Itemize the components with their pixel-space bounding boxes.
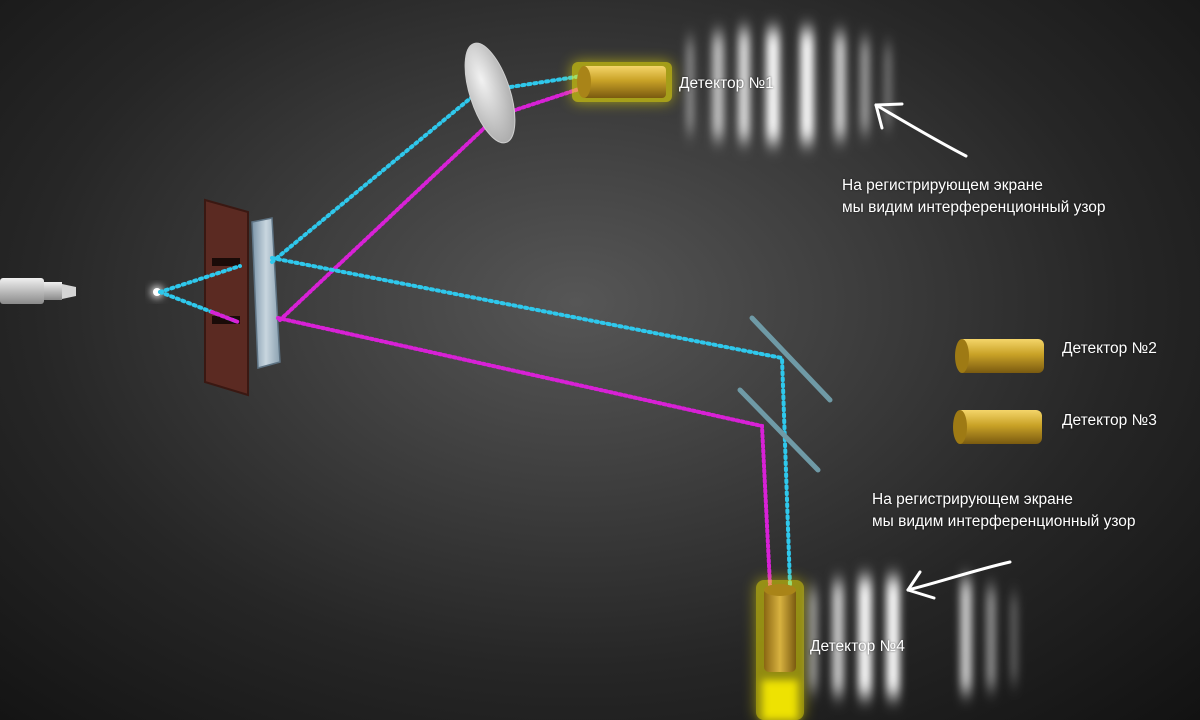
- detector-4-label: Детектор №4: [810, 638, 905, 655]
- caption-bottom-line-2: мы видим интерференционный узор: [872, 513, 1136, 530]
- caption-top-line-2: мы видим интерференционный узор: [842, 199, 1106, 216]
- caption-top: На регистрирующем экране мы видим интерф…: [842, 175, 1106, 219]
- upper-slit: [212, 258, 240, 266]
- caption-top-line-1: На регистрирующем экране: [842, 177, 1043, 194]
- beam-magenta-upper: [278, 86, 584, 322]
- detector-1-label: Детектор №1: [679, 75, 774, 92]
- interference-pattern-bottom: [808, 578, 1018, 696]
- detector-3-label: Детектор №3: [1062, 412, 1157, 429]
- detector-1: [572, 62, 672, 102]
- hand-drawn-arrow-icon: [906, 560, 1012, 600]
- hand-drawn-arrow-icon: [874, 102, 968, 158]
- interference-pattern-top: [686, 30, 892, 142]
- crystal: [251, 217, 281, 369]
- beam-splitter-upper: [749, 315, 833, 403]
- oval-mirror: [464, 42, 516, 144]
- detector-4: [756, 580, 804, 720]
- beam-magenta-lower: [276, 316, 772, 587]
- beam-blue-lower: [270, 256, 792, 587]
- detector-2-label: Детектор №2: [1062, 340, 1157, 357]
- beam-splitter-lower: [737, 387, 821, 473]
- slit-plate: [204, 198, 249, 397]
- lower-slit: [212, 316, 240, 324]
- detector-3: [953, 410, 1042, 444]
- detector-2: [955, 339, 1044, 373]
- caption-bottom: На регистрирующем экране мы видим интерф…: [872, 489, 1136, 533]
- laser-source-icon: [0, 278, 76, 304]
- caption-bottom-line-1: На регистрирующем экране: [872, 491, 1073, 508]
